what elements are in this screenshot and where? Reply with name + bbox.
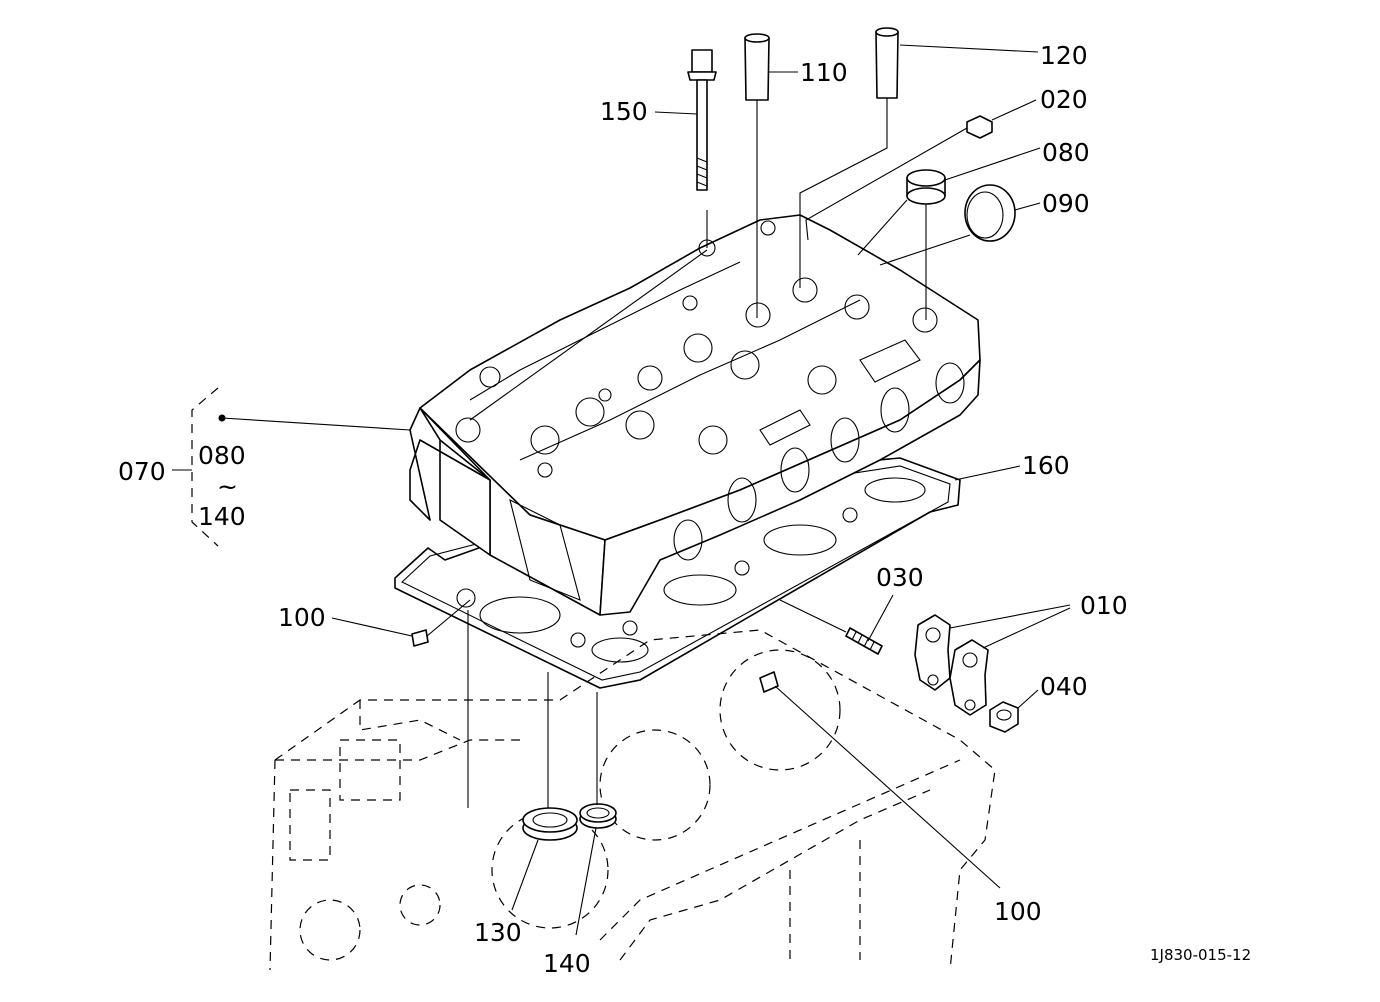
callout-160: 160 [1022,451,1070,480]
sleeve-ring [857,169,946,320]
engine-hooks [914,614,989,716]
nozzle-sleeve [799,27,899,288]
group-bracket [172,387,219,547]
callout-100-right: 100 [994,897,1042,926]
nut [989,701,1019,733]
callout-090: 090 [1042,189,1090,218]
callout-150: 150 [600,97,648,126]
head-bolt [687,49,717,248]
expansion-plug [879,184,1016,266]
cylinder-head [409,214,981,616]
cylinder-block-outline [269,629,996,971]
callout-010: 010 [1080,591,1128,620]
leader-lines [218,44,1071,936]
dowel-left [411,599,471,647]
callout-labels: 150 110 120 020 080 090 160 030 010 040 … [118,41,1251,978]
callout-120: 120 [1040,41,1088,70]
callout-040: 040 [1040,672,1088,701]
bracket-label-080: 080 [198,441,246,470]
bracket-label-070: 070 [118,457,166,486]
drawing-code: 1J830-015-12 [1150,946,1251,964]
callout-140: 140 [543,949,591,978]
sealing-ring-130 [522,807,578,841]
bracket-tilde: ~ [217,472,238,501]
stud [779,599,883,655]
callout-020: 020 [1040,85,1088,114]
callout-130: 130 [474,918,522,947]
callout-030: 030 [876,563,924,592]
callout-080: 080 [1042,138,1090,167]
plug [805,115,993,241]
callout-100-left: 100 [278,603,326,632]
injector-sleeve [744,33,770,318]
callout-110: 110 [800,58,848,87]
sealing-ring-140 [579,803,617,829]
bracket-label-140: 140 [198,502,246,531]
dowel-right [759,671,779,693]
